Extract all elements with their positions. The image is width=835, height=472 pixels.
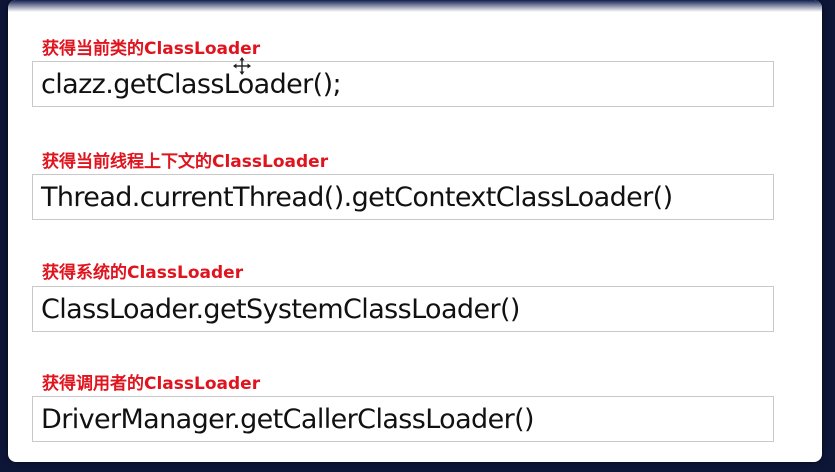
- section-label-system: 获得系统的ClassLoader: [42, 263, 244, 283]
- section-label-caller: 获得调用者的ClassLoader: [42, 374, 261, 394]
- code-box-thread-context: Thread.currentThread().getContextClassLo…: [32, 174, 774, 220]
- code-box-caller: DriverManager.getCallerClassLoader(): [32, 396, 774, 442]
- section-label-class: 获得当前类的ClassLoader: [42, 39, 261, 59]
- move-cursor-icon: [233, 57, 251, 75]
- code-box-class: clazz.getClassLoader();: [32, 61, 774, 107]
- section-label-thread-context: 获得当前线程上下文的ClassLoader: [42, 152, 329, 172]
- slide-title-band: [8, 0, 822, 12]
- code-box-system: ClassLoader.getSystemClassLoader(): [32, 286, 774, 332]
